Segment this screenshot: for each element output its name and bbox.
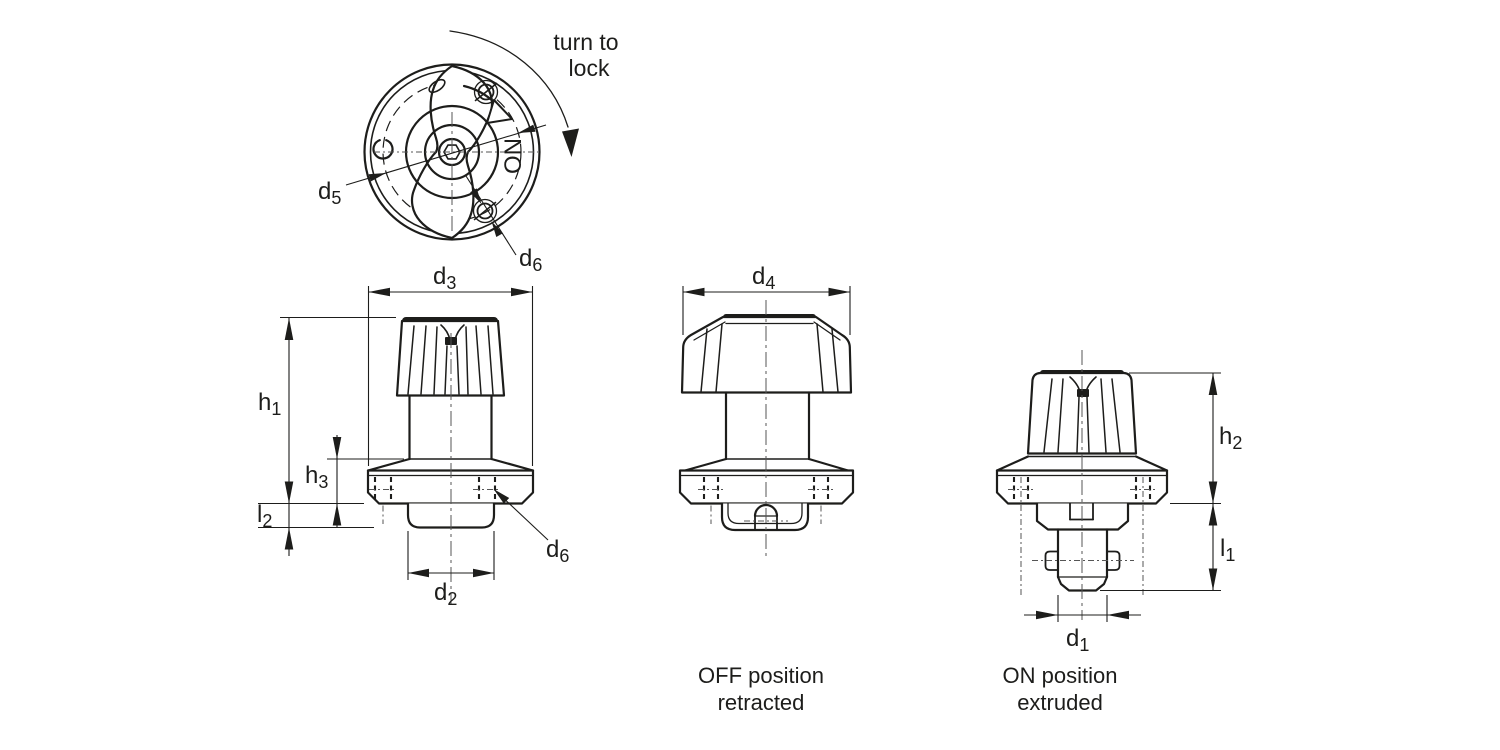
dim-label-h1-sub: 1: [271, 399, 281, 419]
dim-label-l1-base: l: [1220, 535, 1225, 562]
front-view: d3 h1 h3 l2: [257, 263, 569, 609]
turn-to-lock-line2: lock: [569, 55, 610, 81]
screw-slot: [473, 201, 497, 221]
stud-inner-edge: [727, 502, 803, 525]
dim-label-d3-base: d: [433, 263, 446, 290]
dim-h3: h3: [305, 435, 404, 528]
off-caption-line1: OFF position: [698, 663, 824, 688]
on-caption-line2: extruded: [1017, 690, 1103, 715]
on-direction-arrow: [462, 84, 513, 124]
dim-label-d6-front: d6: [546, 536, 569, 566]
dim-arrowhead: [368, 173, 386, 182]
screw-bottom-right: [472, 198, 498, 224]
on-caption-line1: ON position: [1003, 663, 1118, 688]
dim-label-d2-sub: 2: [447, 589, 457, 609]
hidden-hole-right: [1130, 477, 1156, 597]
dim-label-d3: d3: [433, 263, 456, 293]
dim-label-l1: l1: [1220, 535, 1235, 565]
dim-label-l2-sub: 2: [262, 511, 272, 531]
dim-line: [465, 175, 517, 256]
retracted-ball: [753, 503, 779, 518]
screw-top-right: [473, 79, 499, 105]
dim-label-h2-base: h: [1219, 423, 1232, 450]
screw-countersink-ring: [472, 198, 498, 224]
dim-label-d4: d4: [752, 263, 775, 293]
dim-arrowhead: [491, 221, 503, 237]
dim-label-l1-sub: 1: [1225, 545, 1235, 565]
dim-label-h1: h1: [258, 389, 281, 419]
dim-arrowhead: [518, 124, 536, 133]
dim-label-h3: h3: [305, 462, 328, 492]
dim-label-d4-sub: 4: [765, 273, 775, 293]
dim-h2: h2: [1129, 372, 1242, 591]
dim-label-d5-base: d: [318, 178, 331, 205]
dim-label-h3-base: h: [305, 462, 318, 489]
dim-h1: h1: [258, 316, 396, 556]
knob-flutes: [407, 325, 494, 395]
on-marker-label: ON: [500, 138, 527, 174]
knob-outer-rim: [363, 63, 541, 241]
dim-label-d5: d5: [318, 178, 341, 208]
hidden-hole-left: [369, 477, 397, 524]
dim-label-d6: d6: [519, 245, 542, 275]
turn-direction-arc: [449, 30, 569, 128]
on-direction-arrowhead: [486, 99, 513, 124]
dim-label-d1-sub: 1: [1079, 635, 1089, 655]
cross-pin-left: [1044, 550, 1059, 571]
dim-label-d1-base: d: [1066, 625, 1079, 652]
dim-d5: d5: [318, 124, 547, 208]
base-body-outline: [366, 469, 535, 505]
hidden-hole-right: [808, 477, 834, 524]
on-position-view: h2 l1 d1 ON position extruded: [995, 350, 1242, 715]
mold-notch-mark: [1077, 389, 1089, 397]
dim-label-h2-sub: 2: [1232, 433, 1242, 453]
dim-label-d3-sub: 3: [446, 273, 456, 293]
off-position-view: d4 OFF position retracted: [678, 263, 855, 715]
dim-label-d2-base: d: [434, 579, 447, 606]
dim-label-d6-sub: 6: [532, 255, 542, 275]
off-caption-line2: retracted: [718, 690, 805, 715]
dim-l2: l2: [257, 501, 374, 550]
dim-d2: d2: [407, 531, 495, 609]
threaded-stud: [720, 502, 810, 532]
knob-grip: [395, 317, 506, 397]
hidden-hole-right: [473, 477, 501, 524]
dim-l1: l1: [1100, 503, 1235, 592]
dim-label-d6-front-sub: 6: [559, 546, 569, 566]
screw-slot: [474, 82, 498, 102]
dim-label-d4-base: d: [752, 263, 765, 290]
dim-d3: d3: [367, 263, 534, 466]
turn-to-lock-line1: turn to: [553, 29, 618, 55]
hidden-hole-left: [1008, 477, 1034, 597]
dim-label-l2-base: l: [257, 501, 262, 528]
top-view: d5 d6 turn to lock ON: [318, 29, 619, 275]
turn-to-lock-annotation: turn to lock: [449, 29, 619, 157]
dim-label-h2: h2: [1219, 423, 1242, 453]
dim-d1: d1: [1024, 595, 1141, 655]
hidden-hole-left: [698, 477, 724, 524]
knob-neck: [724, 391, 811, 461]
dim-label-h3-sub: 3: [318, 472, 328, 492]
dim-label-l2: l2: [257, 501, 272, 531]
turn-direction-arrowhead: [562, 128, 579, 157]
screw-left: [372, 139, 394, 160]
dim-label-d6-front-base: d: [546, 536, 559, 563]
screw-head: [476, 202, 494, 220]
screw-countersink-ring: [473, 79, 499, 105]
dim-label-d6-base: d: [519, 245, 532, 272]
countersink-detail: [428, 78, 446, 94]
dim-d6-top: d6: [465, 175, 542, 275]
dim-label-d1: d1: [1066, 625, 1089, 655]
dim-label-h1-base: h: [258, 389, 271, 416]
dim-d4: d4: [682, 263, 851, 335]
dim-label-d5-sub: 5: [331, 188, 341, 208]
dim-arrowhead: [470, 188, 482, 204]
dim-d6-front: d6: [493, 489, 569, 566]
dim-label-d2: d2: [434, 579, 457, 609]
extended-plunger: [1032, 528, 1134, 592]
